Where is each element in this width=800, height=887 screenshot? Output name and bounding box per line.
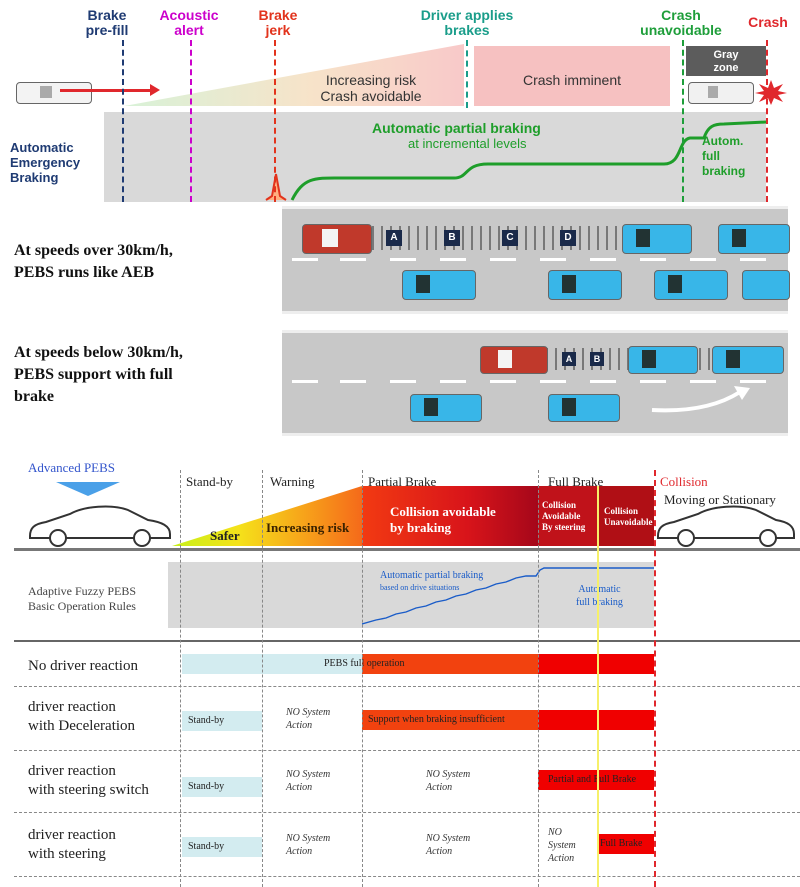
- phase-partial: Partial Brake: [368, 474, 437, 489]
- pebs-title: Advanced PEBS: [28, 460, 116, 475]
- increasing-risk-wedge: [124, 44, 464, 106]
- row-label-steering: driver reaction with steering: [28, 827, 116, 862]
- bar-pebs-partial-part: [362, 654, 538, 674]
- blue-car: [654, 270, 728, 300]
- no-action-cell: NO System Action: [286, 707, 331, 731]
- crash-line: [766, 40, 768, 202]
- partial-full-brake-bar: Partial and Full Brake: [538, 770, 654, 790]
- blue-car: [402, 270, 476, 300]
- zone-avoidable: [362, 486, 538, 546]
- blue-car: [712, 346, 784, 374]
- car-icon: [16, 82, 92, 104]
- prefill-line: [122, 40, 124, 202]
- blue-car: [548, 394, 620, 422]
- pebs-partial-title: Automatic partial braking: [380, 570, 484, 581]
- support-full-part: [538, 710, 654, 730]
- arrow-right-icon: [60, 89, 152, 92]
- aeb-full-label: Autom. full braking: [702, 134, 746, 178]
- zone-avoidable-label: Collision avoidable by braking: [390, 504, 496, 535]
- zone-steer-label: Collision Avoidable By steering: [542, 500, 586, 532]
- driver-line: [466, 40, 468, 108]
- row-label-steering-switch: driver reaction with steering switch: [28, 763, 149, 798]
- standby-cell: Stand-by: [182, 837, 262, 857]
- marker-b: B: [590, 352, 604, 366]
- zone-increasing: Increasing risk: [266, 520, 350, 535]
- bar-pebs-full-part: [538, 654, 654, 674]
- phase-warning: Warning: [270, 474, 315, 489]
- standby-cell: Stand-by: [182, 711, 262, 731]
- crash-imminent-label: Crash imminent: [522, 72, 622, 88]
- blue-car: [628, 346, 698, 374]
- car-icon: [657, 505, 795, 547]
- no-action-cell: NO System Action: [426, 833, 471, 857]
- rules-band: [168, 562, 654, 628]
- no-action-cell: NO System Action: [286, 833, 331, 857]
- event-brake-prefill: Brake pre-fill: [85, 7, 129, 38]
- support-braking-bar: Support when braking insufficient: [362, 710, 538, 730]
- acoustic-line: [190, 40, 192, 202]
- table-divider: [14, 640, 800, 642]
- phase-moving: Moving or Stationary: [664, 492, 776, 507]
- braking-trail: [372, 226, 622, 250]
- phase-full: Full Brake: [548, 474, 604, 489]
- aeb-partial-title: Automatic partial braking: [372, 120, 541, 136]
- zone-steer: [538, 486, 598, 546]
- pebs-partial-sub: based on drive situations: [380, 583, 460, 592]
- blue-car: [742, 270, 790, 300]
- pebs-braking-curve: [362, 567, 654, 625]
- aeb-braking-curve: [265, 120, 766, 201]
- crash-imminent-box: [474, 46, 670, 106]
- event-crash: Crash: [748, 14, 788, 30]
- car-icon: [688, 82, 754, 104]
- phase-standby: Stand-by: [186, 474, 233, 489]
- event-brake-jerk: Brake jerk: [258, 7, 298, 38]
- event-driver-applies-brakes: Driver applies brakes: [420, 7, 514, 38]
- car-icon: [29, 505, 171, 547]
- phase-collision: Collision: [660, 474, 708, 489]
- ground-line: [14, 548, 800, 551]
- marker-b: B: [444, 230, 460, 246]
- aeb-band: [104, 112, 766, 202]
- row-label-deceleration: driver reaction with Deceleration: [28, 699, 136, 734]
- gray-zone-label: Gray zone: [686, 46, 766, 76]
- aeb-partial-sub: at incremental levels: [408, 136, 527, 151]
- marker-a: A: [562, 352, 576, 366]
- aeb-label: Automatic Emergency Braking: [10, 140, 81, 185]
- blue-car: [718, 224, 790, 254]
- subject-car-red: [480, 346, 548, 374]
- crash-burst-icon: [755, 80, 787, 105]
- lane-change-arrow-icon: [651, 386, 750, 413]
- scenario-above-label: At speeds over 30km/h, PEBS runs like AE…: [14, 242, 173, 281]
- marker-c: C: [502, 230, 518, 246]
- no-action-cell: NO System Action: [426, 769, 471, 793]
- event-crash-unavoidable: Crash unavoidable: [640, 7, 722, 38]
- marker-a: A: [386, 230, 402, 246]
- no-action-cell: NO System Action: [286, 769, 331, 793]
- bar-pebs-full-operation-label: PEBS full operation: [324, 658, 405, 669]
- pebs-full-label: Automatic full braking: [576, 584, 623, 608]
- standby-cell: Stand-by: [182, 777, 262, 797]
- zone-unavoidable: [598, 486, 654, 546]
- blue-car: [410, 394, 482, 422]
- event-acoustic-alert: Acoustic alert: [159, 7, 219, 38]
- row-label-no-reaction: No driver reaction: [28, 658, 138, 674]
- full-brake-bar: Full Brake: [598, 834, 654, 854]
- scenario-below-label: At speeds below 30km/h, PEBS support wit…: [14, 344, 183, 405]
- unavoidable-line: [682, 40, 684, 202]
- risk-ramp: [172, 486, 362, 546]
- bar-pebs-standby-part: [182, 654, 362, 674]
- increasing-risk-label: Increasing risk Crash avoidable: [320, 72, 422, 104]
- rules-label: Adaptive Fuzzy PEBS Basic Operation Rule…: [28, 584, 136, 613]
- no-action-cell: NO System Action: [548, 827, 576, 864]
- zone-safer: Safer: [210, 528, 240, 543]
- blue-car: [548, 270, 622, 300]
- arrow-down-icon: [56, 482, 120, 496]
- steer-threshold-line: [597, 486, 599, 887]
- zone-unavoidable-label: Collision Unavoidable: [604, 506, 653, 527]
- marker-d: D: [560, 230, 576, 246]
- collision-line: [654, 470, 656, 887]
- jerk-line: [274, 40, 276, 202]
- blue-car: [622, 224, 692, 254]
